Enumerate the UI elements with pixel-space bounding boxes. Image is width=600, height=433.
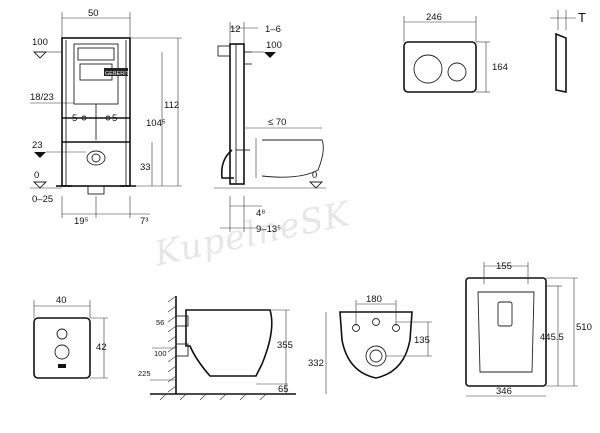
level-100: 100 [32,37,48,48]
floor-range: 0–25 [32,194,53,205]
flush-plate [403,41,477,93]
dim-112: 112 [164,100,179,111]
dim-4-8: 4⁸ [256,208,265,219]
dim-width-50: 50 [88,8,99,19]
wc-top-view: 155 445.5 510 346 [465,261,592,397]
flush-button-large [413,54,443,84]
dim-projection-70: ≤ 70 [268,117,286,128]
dim-12: 12 [230,24,241,35]
flush-button-small [447,62,467,82]
side-level-100: 100 [266,40,282,51]
level-0: 0 [34,170,39,181]
plate-height-164: 164 [492,62,508,73]
offset-right-5: 5 [112,113,117,124]
dim-135: 135 [414,335,430,346]
dim-346: 346 [496,386,512,397]
dim-180: 180 [366,294,382,305]
wc-front-view: 180 135 332 [308,294,432,394]
logo-text: GEBERIT [105,71,130,77]
dim-9-13-5: 9–13⁵ [256,224,281,235]
dim-65: 65 [278,384,289,395]
dim-104-5: 104⁵ [146,118,166,129]
dim-7-3: 7³ [140,216,148,227]
wc-side-view: 56 100 225 355 65 [138,295,296,401]
dim-225: 225 [138,369,151,378]
dim-445-5: 445.5 [540,332,564,343]
dim-56: 56 [156,318,164,327]
wc-bowl-front [339,311,413,379]
logo-badge [104,68,128,76]
panel-height-42: 42 [96,342,107,353]
offset-left-5: 5 [72,113,77,124]
plate-thickness-T: T [578,10,586,25]
level-23: 23 [32,140,43,151]
dim-19-5: 19⁵ [74,216,89,227]
dim-332: 332 [308,358,324,369]
level-18-23: 18/23 [30,92,54,103]
panel-width-40: 40 [56,295,67,306]
plate-width-246: 246 [426,12,442,23]
wc-seat-top [465,277,547,387]
side-level-0: 0 [312,170,317,181]
frame-side-view: ≤ 70 12 1–6 100 0 4⁸ 9–13⁵ [214,22,326,235]
wc-bowl-side [185,309,273,377]
flush-plate-view: 246 164 T [403,10,586,93]
dim-33: 33 [140,162,151,173]
access-panel [33,317,91,379]
frame-front-view: GEBERIT 50 100 18/23 5 5 23 0 0 [30,8,182,227]
access-panel-view: 40 42 [33,295,108,379]
dim-1-6: 1–6 [265,24,281,35]
dim-155: 155 [496,261,512,272]
dim-355: 355 [277,340,293,351]
dim-510: 510 [576,322,592,333]
dim-100-side: 100 [154,349,167,358]
